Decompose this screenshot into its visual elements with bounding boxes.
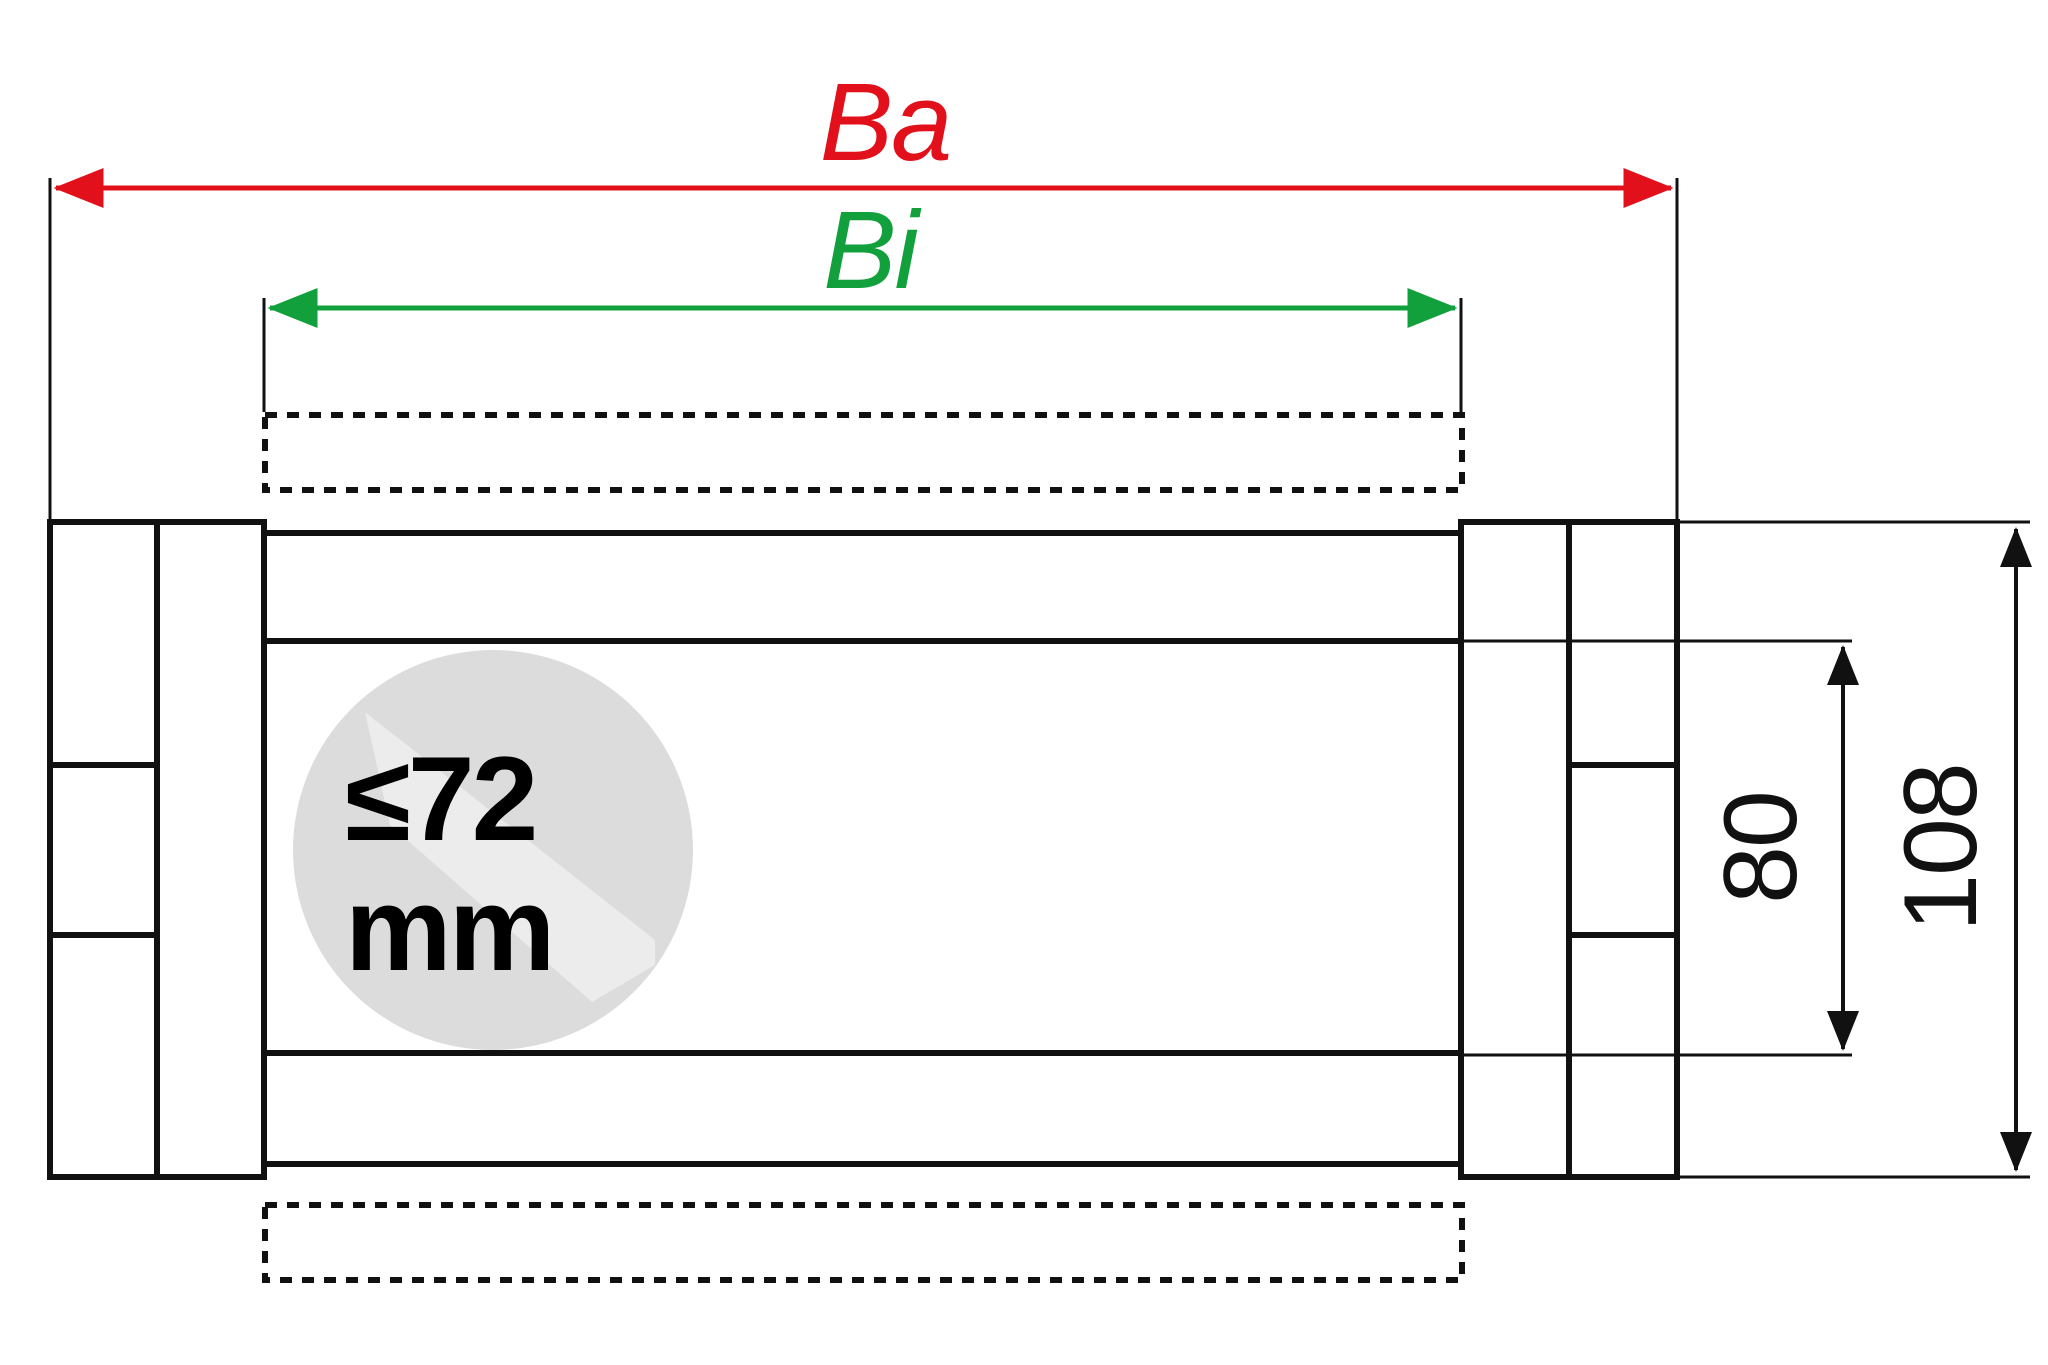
inner-height-label: 80	[1703, 792, 1819, 904]
outer-height-dimension: 108	[1677, 520, 2032, 1179]
outer-height-label: 108	[1883, 764, 1999, 932]
left-side-plate	[47, 519, 267, 1180]
right-outer-plate	[1566, 519, 1680, 1180]
upper-crossbar	[261, 530, 1464, 644]
outer-width-label: Ba	[820, 61, 951, 184]
lower-crossbar	[261, 1050, 1464, 1167]
inner-width-dimension: Bi	[262, 189, 1463, 412]
badge-arrow-icon	[365, 712, 655, 1002]
inner-height-dimension: 80	[1461, 639, 1859, 1057]
inner-width-label: Bi	[823, 189, 921, 312]
outer-width-dimension: Ba	[48, 61, 1679, 520]
badge-line-2: mm	[345, 862, 552, 996]
left-outer-plate	[47, 519, 160, 1180]
badge-line-1: ≤72	[345, 732, 535, 866]
right-inner-plate	[1458, 519, 1572, 1180]
optional-crossbar-top	[262, 412, 1465, 493]
max-size-badge: ≤72 mm	[293, 650, 693, 1050]
optional-crossbar-bottom	[262, 1202, 1465, 1283]
right-side-plate	[1458, 519, 1680, 1180]
left-inner-plate	[154, 519, 267, 1180]
